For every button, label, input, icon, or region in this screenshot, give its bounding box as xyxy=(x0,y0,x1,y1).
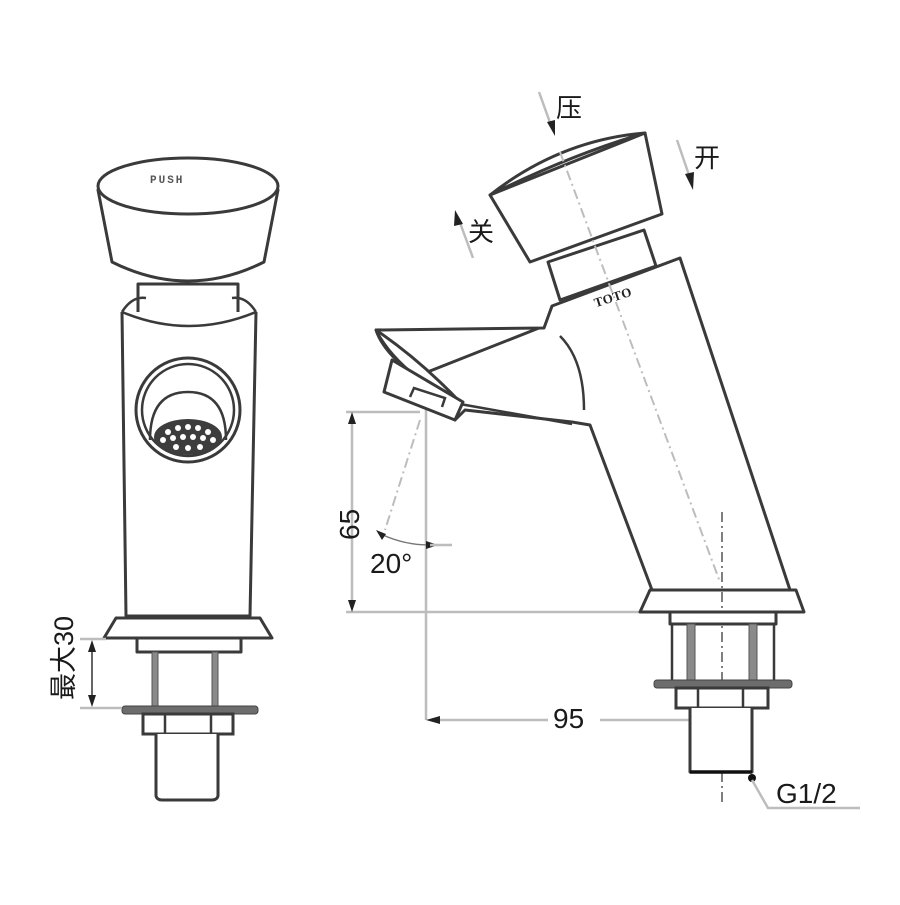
open-label: 开 xyxy=(694,144,721,174)
thread-leader xyxy=(748,774,860,810)
thread-size-label: G1/2 xyxy=(776,778,837,809)
close-label: 关 xyxy=(468,218,495,248)
close-arrow-icon xyxy=(454,210,475,259)
shank-side-icon xyxy=(688,708,754,774)
spout-height-label: 65 xyxy=(334,508,365,540)
base-flange-front-icon xyxy=(102,616,274,640)
spout-reach-label: 95 xyxy=(553,703,585,734)
open-arrow-icon xyxy=(675,139,694,190)
press-label: 压 xyxy=(556,94,583,124)
front-view xyxy=(80,156,280,802)
push-button-icon xyxy=(96,156,280,283)
spray-angle-label: 20° xyxy=(370,548,413,579)
thickness-dimension xyxy=(80,637,122,710)
aerator-icon xyxy=(134,356,242,464)
push-button-label: PUSH xyxy=(150,175,185,187)
height-dimension xyxy=(348,412,356,612)
max-thickness-label: 最大30 xyxy=(49,615,79,700)
press-arrow-icon xyxy=(537,91,555,136)
base-ring-front-icon xyxy=(135,636,243,654)
faucet-body-side-icon xyxy=(374,256,792,592)
lock-nut-side-icon xyxy=(674,686,770,710)
angle-dimension xyxy=(376,419,452,549)
side-view xyxy=(346,91,860,810)
lock-nut-front-icon xyxy=(141,712,235,736)
shank-front-icon xyxy=(154,734,220,802)
base-ring-side-icon xyxy=(668,610,778,626)
